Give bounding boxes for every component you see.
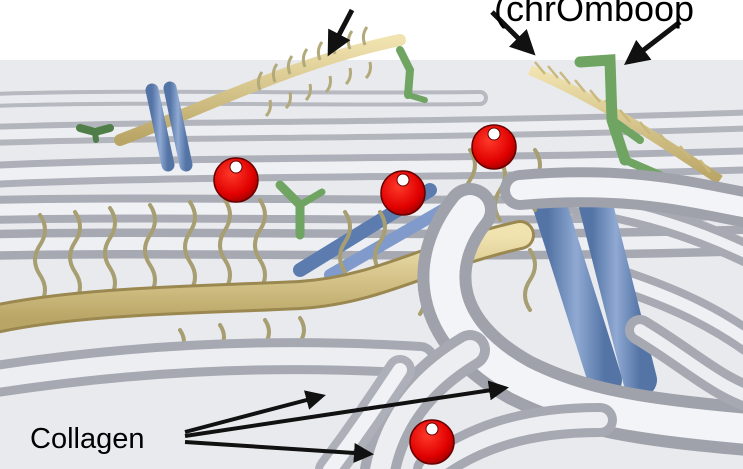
marker-4 [410,420,454,464]
marker-2 [381,171,425,215]
marker-1 [214,158,258,202]
marker-3 [472,125,516,169]
collagen-label: Collagen [30,425,144,454]
top-label-partial: (chrOmboop [494,0,694,27]
